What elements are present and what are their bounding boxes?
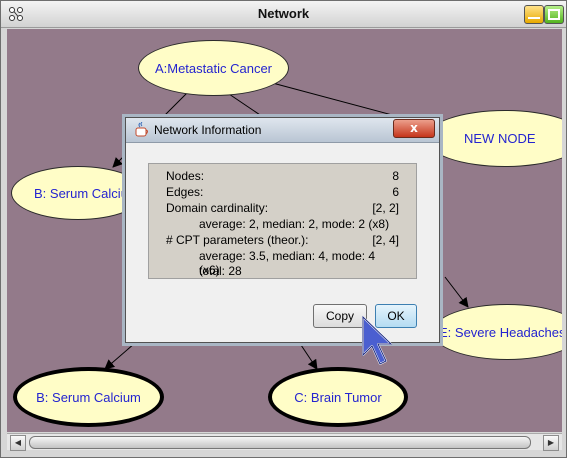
scroll-left-button[interactable]: ◀: [10, 435, 26, 451]
scrollbar-thumb[interactable]: [29, 436, 531, 449]
node-metastatic-cancer[interactable]: A:Metastatic Cancer: [138, 40, 289, 96]
stat-cpt-parameters: # CPT parameters (theor.): [2, 4]: [166, 233, 399, 248]
node-serum-calcium-bottom[interactable]: B: Serum Calcium: [13, 367, 164, 427]
dialog-close-button[interactable]: x: [393, 119, 435, 138]
arrow-left-icon: ◀: [14, 438, 22, 447]
dialog-title: Network Information: [154, 123, 262, 137]
edges-value: 6: [392, 185, 399, 199]
close-icon: x: [410, 121, 418, 135]
cursor-pointer-icon: [362, 315, 393, 365]
horizontal-scrollbar[interactable]: ◀ ▶: [7, 433, 562, 451]
edges-label: Edges:: [166, 185, 204, 199]
maximize-button[interactable]: [544, 5, 564, 24]
stat-cpt-summary: average: 3.5, median: 4, mode: 4 (x6): [166, 249, 399, 277]
dialog-titlebar[interactable]: Network Information x: [126, 118, 439, 143]
cpt-parameters-stats: average: 3.5, median: 4, mode: 4 (x6): [199, 249, 376, 277]
minimize-icon: [528, 17, 540, 19]
nodes-value: 8: [392, 169, 399, 183]
edge-to-c: [296, 338, 318, 370]
cpt-parameters-value: [2, 4]: [372, 233, 399, 247]
window-title: Network: [257, 6, 310, 21]
cpt-parameters-total: total: 28: [199, 264, 242, 278]
domain-cardinality-label: Domain cardinality:: [166, 201, 269, 215]
domain-cardinality-stats: average: 2, median: 2, mode: 2 (x8): [199, 217, 390, 231]
window-titlebar[interactable]: Network: [1, 1, 566, 28]
stat-cpt-total: total: 28: [166, 264, 399, 279]
edge-a-c: [228, 93, 270, 122]
nodes-label: Nodes:: [166, 169, 205, 183]
scroll-right-button[interactable]: ▶: [543, 435, 559, 451]
node-severe-headaches[interactable]: E: Severe Headaches: [432, 304, 562, 360]
cpt-parameters-label: # CPT parameters (theor.):: [166, 233, 309, 247]
node-brain-tumor[interactable]: C: Brain Tumor: [268, 367, 408, 427]
network-stats-panel: Nodes: 8 Edges: 6 Domain cardinality: [2…: [148, 163, 417, 279]
domain-cardinality-value: [2, 2]: [372, 201, 399, 215]
maximize-icon: [548, 9, 560, 20]
stat-domain-summary: average: 2, median: 2, mode: 2 (x8): [166, 217, 399, 232]
node-new-node[interactable]: NEW NODE: [425, 110, 562, 167]
network-information-dialog: Network Information x Nodes: 8 Edges: 6 …: [125, 117, 440, 343]
arrow-right-icon: ▶: [547, 438, 555, 447]
network-graph-icon: [9, 7, 23, 21]
java-icon: [135, 122, 148, 137]
stat-edges: Edges: 6: [166, 185, 399, 200]
ok-button[interactable]: OK: [375, 304, 417, 328]
copy-button[interactable]: Copy: [313, 304, 367, 328]
stat-domain-cardinality: Domain cardinality: [2, 2]: [166, 201, 399, 216]
minimize-button[interactable]: [524, 5, 544, 24]
node-serum-calcium-top[interactable]: B: Serum Calcium: [11, 166, 145, 220]
edge-to-e: [444, 276, 469, 308]
stat-nodes: Nodes: 8: [166, 169, 399, 184]
